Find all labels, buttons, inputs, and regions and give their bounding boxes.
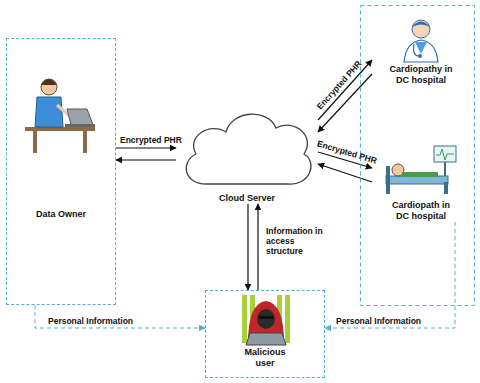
data-owner-box: Data Owner — [6, 38, 116, 305]
hacker-icon — [206, 291, 326, 351]
edge-label: Encrypted PHR — [315, 58, 364, 111]
data-arrow — [116, 147, 176, 148]
cloud-icon — [176, 100, 318, 196]
cloud-server: Cloud Server — [176, 100, 318, 204]
node-label: Data Owner — [11, 209, 111, 220]
data-arrow — [247, 204, 248, 290]
malicious-user-box: Malicious user — [205, 290, 325, 378]
leak-arrow — [325, 222, 455, 328]
data-arrow — [116, 159, 176, 160]
owner-icon — [7, 39, 117, 163]
cardiologist-figure: Cardiopathy in DC hospital — [372, 14, 470, 86]
data-arrow — [318, 164, 372, 182]
edge-label: Encrypted PHR — [316, 139, 378, 166]
node-label: Cardiopath in DC hospital — [386, 200, 456, 222]
node-label: Malicious user — [235, 347, 295, 369]
patient-figure: Cardiopath in DC hospital — [372, 142, 470, 222]
data-arrow — [257, 204, 258, 290]
leak-arrow — [35, 305, 205, 328]
edge-label: Personal Information — [48, 316, 133, 326]
patient-icon — [372, 142, 470, 204]
node-label: Cardiopathy in DC hospital — [386, 64, 456, 86]
doctor-icon — [372, 14, 470, 68]
node-label: Cloud Server — [182, 193, 312, 204]
edge-label: Encrypted PHR — [120, 135, 182, 145]
edge-label: Personal Information — [336, 316, 421, 326]
edge-label: Information in access structure — [266, 226, 332, 256]
